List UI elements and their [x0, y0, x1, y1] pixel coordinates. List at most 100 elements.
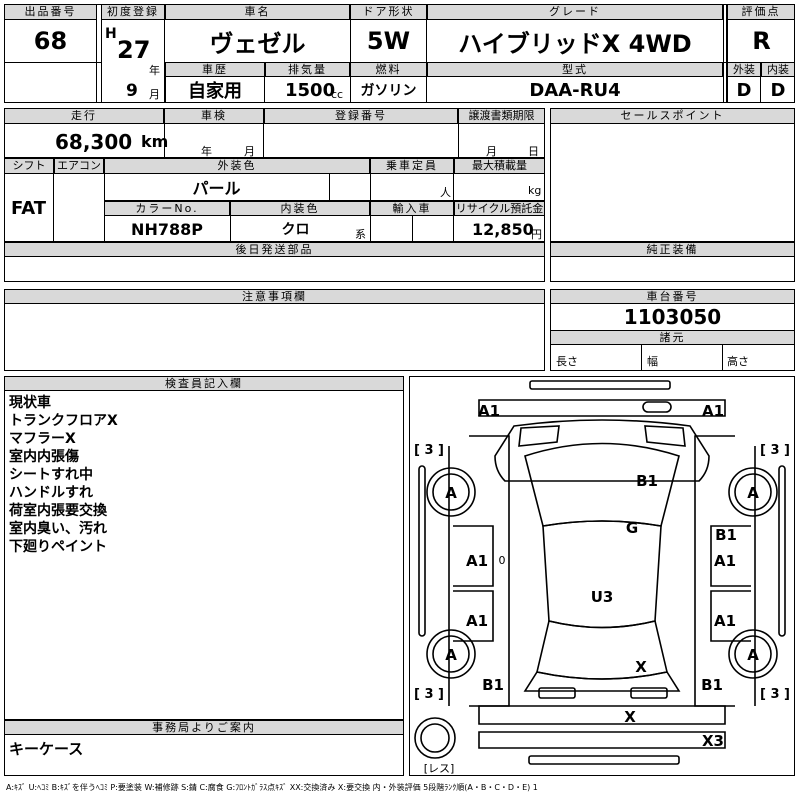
legend-text: A:ｷｽﾞ U:ﾍｺﾐ B:ｷｽﾞを伴うﾍｺﾐ P:要塗装 W:補修跡 S:錆 …: [6, 783, 538, 792]
chassis-number: 1103050: [623, 305, 722, 329]
mark-a1-tl: A1: [478, 402, 500, 420]
import-label: 輸入車: [370, 201, 454, 216]
exterior-label: 外装: [727, 62, 761, 77]
mark-tire-rl: A: [445, 646, 457, 664]
height-label: 高さ: [727, 355, 749, 368]
grade-label: グレード: [427, 4, 723, 20]
interior-label: 内装: [761, 62, 795, 77]
header-sep-2: [165, 62, 795, 63]
color-no-label: カラーNo.: [104, 201, 230, 216]
mark-b1-rl: B1: [482, 676, 504, 694]
mark-a1-l2: A1: [466, 612, 488, 630]
capacity-label: 乗車定員: [370, 158, 454, 174]
capacity-box: [370, 158, 454, 200]
mark-less: [レス]: [424, 762, 455, 775]
caution-label: 注意事項欄: [4, 289, 545, 304]
transfer-month-unit: 月: [486, 145, 497, 158]
mark-a1-r1: A1: [714, 552, 736, 570]
int-color-unit: 系: [355, 228, 366, 241]
mark-bracket-3-l1: [ 3 ]: [414, 443, 444, 458]
mark-a1-l1: A1: [466, 552, 488, 570]
displacement-value: 1500: [285, 80, 336, 101]
header-sep: [4, 62, 101, 63]
transfer-label: 譲渡書類期限: [458, 108, 545, 124]
mark-tire-fr: A: [747, 484, 759, 502]
int-color-label: 内装色: [230, 201, 370, 216]
row3-mid-line: [104, 200, 545, 201]
model-value: DAA-RU4: [529, 79, 621, 101]
max-load-unit: kg: [528, 184, 542, 197]
header-sep-3: [723, 4, 727, 103]
transfer-box: [458, 108, 459, 158]
history-value: 自家用: [165, 77, 265, 103]
recycle-unit: 円: [531, 228, 542, 241]
color-no-value: NH788P: [131, 219, 203, 239]
year-unit: 年: [149, 64, 160, 77]
displacement-unit: cc: [331, 88, 344, 101]
dims-div-1: [641, 345, 642, 371]
inspector-note: トランクフロアX: [9, 413, 118, 429]
first-reg-month: 9: [126, 81, 138, 101]
car-name-value: ヴェゼル: [209, 29, 306, 58]
mileage-label: 走行: [4, 108, 164, 124]
displacement-label: 排気量: [265, 62, 350, 77]
recycle-label: リサイクル預託金: [454, 201, 545, 216]
model-label: 型式: [427, 62, 723, 77]
mark-a1-r2: A1: [714, 612, 736, 630]
car-diagram-box: [409, 376, 795, 776]
mileage-unit: km: [141, 132, 169, 151]
lot-no-value: 68: [4, 20, 97, 62]
mark-bracket-3-r2: [ 3 ]: [760, 687, 790, 702]
transfer-day-unit: 日: [528, 145, 539, 158]
max-load-label: 最大積載量: [454, 158, 545, 174]
equipment-label: 純正装備: [550, 242, 795, 257]
regno-label: 登録番号: [264, 108, 458, 124]
mark-x-rear: X: [635, 658, 647, 676]
mark-b1-rside: B1: [715, 526, 737, 544]
mark-u3-roof: U3: [591, 588, 614, 606]
car-diagram: A1 A1 [ 3 ] [ 3 ] A A B1 G B1 A1 A1 U3 A…: [414, 380, 790, 775]
inspector-note: 室内内張傷: [9, 449, 79, 465]
inspector-note: マフラーX: [9, 431, 76, 447]
mark-bracket-3-r1: [ 3 ]: [760, 443, 790, 458]
office-label: 事務局よりご案内: [4, 720, 404, 735]
ext-color-value: パール: [104, 174, 330, 200]
chassis-label: 車台番号: [550, 289, 795, 304]
inspection-month-unit: 月: [244, 145, 255, 158]
inspector-notes: 現状車 トランクフロアX マフラーX 室内内張傷 シートすれ中 ハンドルすれ 荷…: [9, 394, 118, 556]
inspection-year-unit: 年: [201, 145, 212, 158]
month-unit: 月: [149, 88, 160, 101]
doors-label: ドア形状: [350, 4, 427, 20]
car-name-label: 車名: [165, 4, 350, 20]
mark-zero: 0: [499, 554, 506, 567]
mark-x3-bottom: X3: [702, 732, 724, 750]
mark-tire-fl: A: [445, 484, 457, 502]
inspector-note: 現状車: [9, 395, 51, 411]
office-note: キーケース: [9, 740, 84, 758]
dims-div-2: [722, 345, 723, 371]
first-reg-border: [101, 4, 165, 103]
import-divider: [412, 216, 413, 242]
first-reg-era: H: [105, 26, 117, 42]
fuel-label: 燃料: [350, 62, 427, 77]
doors-value: 5W: [350, 20, 427, 62]
import-box: [370, 201, 454, 242]
inspector-note: 荷室内張要交換: [9, 503, 107, 519]
inspector-note: シートすれ中: [9, 467, 93, 483]
mark-tire-rr: A: [747, 646, 759, 664]
sales-points-label: セールスポイント: [550, 108, 795, 124]
mark-b1-rr: B1: [701, 676, 723, 694]
mileage-value: 68,300: [55, 130, 133, 154]
width-label: 幅: [647, 355, 658, 368]
capacity-unit: 人: [440, 186, 451, 199]
grade-value: ハイブリッドX 4WD: [458, 29, 692, 58]
exterior-value: D: [727, 77, 761, 103]
shift-label: シフト: [4, 158, 54, 174]
mark-a1-tr: A1: [702, 402, 724, 420]
history-label: 車歴: [165, 62, 265, 77]
later-parts-label: 後日発送部品: [4, 242, 545, 257]
int-color-value: クロ: [230, 216, 360, 242]
mark-x-bumper: X: [624, 708, 636, 726]
dims-label: 諸元: [550, 330, 795, 345]
shift-value: FAT: [4, 174, 54, 242]
